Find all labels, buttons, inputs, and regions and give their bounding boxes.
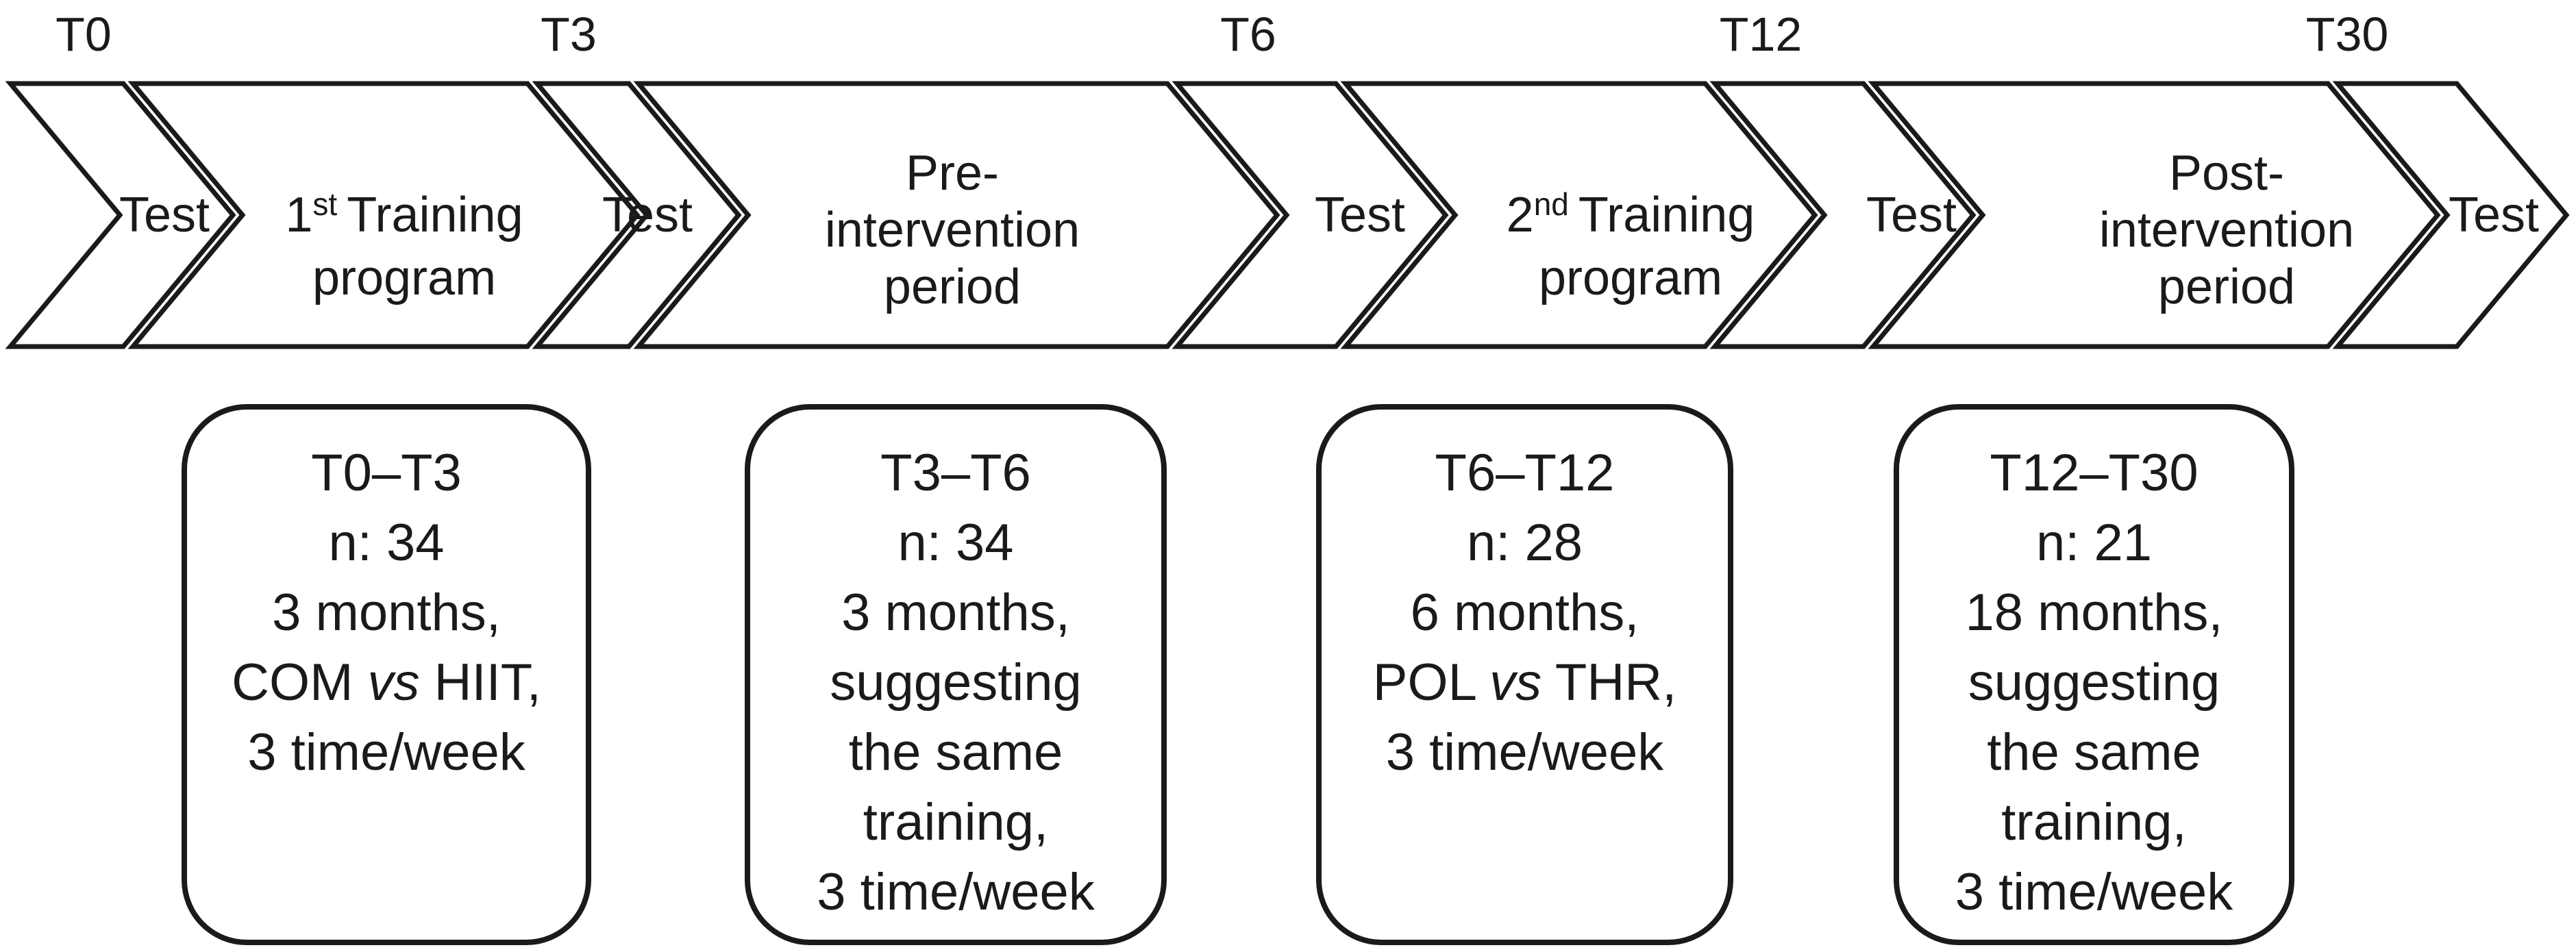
phase-3-label-line-2: program [1539,251,1722,305]
box-n: n: 28 [1466,514,1583,572]
summary-box-t3-t6: T3–T6 n: 34 3 months, suggesting the sam… [745,404,1167,945]
summary-box-t6-t12: T6–T12 n: 28 6 months, POL vs THR, 3 tim… [1316,404,1733,945]
box-period: T12–T30 [1990,444,2199,502]
box-frequency: 3 time/week [247,723,525,781]
summary-box-t12-t30: T12–T30 n: 21 18 months, suggesting the … [1894,404,2294,945]
box-period: T0–T3 [311,444,462,502]
time-label-t0: T0 [55,8,112,61]
chevron-phase-pre-intervention [633,81,1280,349]
chevron-test-1 [5,81,236,349]
box-duration: 3 months, [272,584,501,642]
chevron-phase-1st-training [127,81,641,349]
box-n: n: 34 [328,514,445,572]
phase-4-label-line-1: Post- [2169,146,2284,201]
box-frequency: 3 time/week [1955,863,2233,921]
chevron-test-5 [2332,81,2570,349]
box-period: T6–T12 [1435,444,1615,502]
summary-box-t0-t3: T0–T3 n: 34 3 months, COM vs HIIT, 3 tim… [182,404,591,945]
test-label-2: Test [602,188,693,242]
phase-4-label-line-3: period [2158,260,2295,314]
box-comparison: POL vs THR, [1372,653,1677,712]
box-note: training, [863,793,1049,851]
box-duration: 3 months, [841,584,1070,642]
test-label-3: Test [1315,188,1405,242]
box-n: n: 21 [2035,514,2153,572]
phase-2-label-line-3: period [884,260,1021,314]
box-duration: 18 months, [1965,584,2223,642]
box-period: T3–T6 [880,444,1031,502]
box-note: suggesting [1968,653,2220,712]
time-label-t30: T30 [2306,8,2389,61]
box-frequency: 3 time/week [817,863,1095,921]
phase-4-label-line-2: intervention [2099,203,2354,258]
box-note: training, [2001,793,2187,851]
phase-2-label-line-2: intervention [825,203,1080,258]
time-label-t12: T12 [1720,8,1803,61]
chevron-phase-2nd-training [1340,81,1818,349]
box-comparison: COM vs HIIT, [232,653,541,712]
test-label-5: Test [2449,188,2539,242]
box-frequency: 3 time/week [1385,723,1664,781]
chevron-test-3 [1172,81,1449,349]
chevron-phase-post-intervention [1868,81,2441,349]
chevron-test-2 [532,81,742,349]
box-n: n: 34 [897,514,1014,572]
time-label-t3: T3 [541,8,597,61]
box-note: the same [1987,723,2201,781]
time-label-t6: T6 [1220,8,1276,61]
chevron-test-4 [1709,81,1977,349]
box-note: the same [848,723,1063,781]
box-note: suggesting [830,653,1082,712]
phase-1-label-line-2: program [312,251,496,305]
phase-2-label-line-1: Pre- [906,146,999,201]
box-duration: 6 months, [1410,584,1639,642]
test-label-4: Test [1866,188,1957,242]
test-label-1: Test [119,188,210,242]
